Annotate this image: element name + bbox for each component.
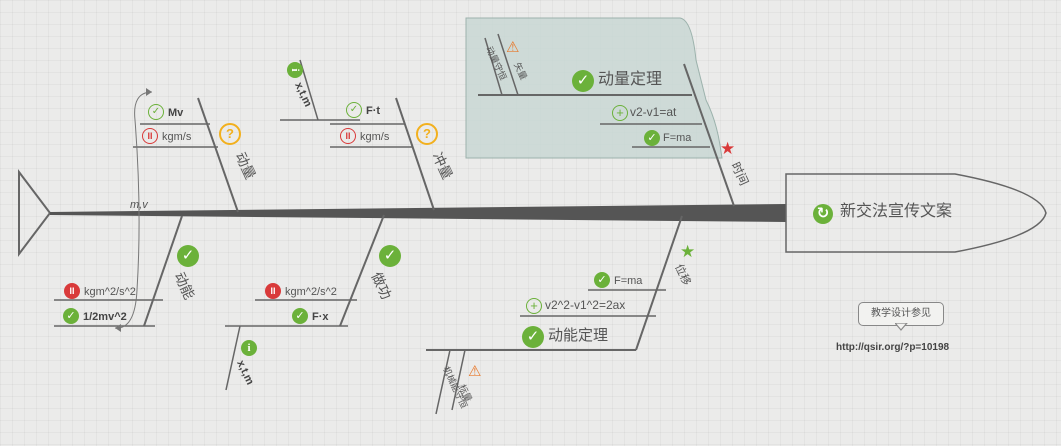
relation-label[interactable]: m,v [130, 199, 148, 211]
refresh-icon: ↻ [813, 204, 833, 224]
time-main[interactable]: 动量定理 [598, 71, 663, 88]
check-icon: ✓ [63, 308, 79, 324]
star-red-icon: ★ [720, 139, 736, 158]
displacement-item-newton[interactable]: F=ma [614, 275, 643, 287]
plus-icon: + [612, 105, 628, 121]
info-icon: i [287, 62, 303, 78]
bone-impulse [395, 97, 435, 211]
pause-outline-icon: II [340, 128, 356, 144]
check-icon: ✓ [644, 130, 660, 146]
displacement-item-kinematics[interactable]: v2^2-v1^2=2ax [545, 298, 626, 312]
plus-icon: + [526, 298, 542, 314]
check-icon: ✓ [594, 272, 610, 288]
callout-pointer [895, 323, 908, 331]
fish-tail [18, 169, 52, 257]
fish-head [785, 173, 1047, 253]
displacement-main[interactable]: 动能定理 [548, 327, 609, 344]
check-icon: ✓ [177, 245, 199, 267]
momentum-item-mv[interactable]: Mv [168, 107, 184, 119]
time-item-newton[interactable]: F=ma [663, 132, 692, 144]
check-icon: ✓ [572, 70, 594, 92]
pause-icon: II [265, 283, 281, 299]
pause-outline-icon: II [142, 128, 158, 144]
bone-kinetic [143, 215, 183, 327]
question-icon: ? [219, 123, 241, 145]
info-icon: i [241, 340, 257, 356]
impulse-item-ft[interactable]: F·t [366, 105, 381, 117]
reference-link[interactable]: http://qsir.org/?p=10198 [836, 342, 950, 353]
bone-time [683, 63, 735, 207]
fish-spine [50, 204, 786, 222]
kinetic-item-formula[interactable]: 1/2mv^2 [83, 311, 127, 323]
highlight-region [465, 17, 723, 159]
relation-curve [114, 91, 153, 329]
warning-icon: ⚠ [468, 363, 482, 380]
impulse-item-unit[interactable]: kgm/s [360, 131, 390, 143]
head-title[interactable]: 新交法宣传文案 [840, 203, 953, 220]
bone-momentum [197, 97, 239, 213]
warning-icon: ⚠ [506, 39, 520, 56]
kinetic-item-unit[interactable]: kgm^2/s^2 [84, 286, 136, 298]
question-icon: ? [416, 123, 438, 145]
momentum-item-unit[interactable]: kgm/s [162, 131, 192, 143]
bone-displacement [635, 215, 683, 351]
bone-work [339, 214, 385, 327]
work-item-formula[interactable]: F·x [312, 311, 329, 323]
check-icon: ✓ [522, 326, 544, 348]
star-green-icon: ★ [680, 242, 696, 261]
time-item-kinematics[interactable]: v2-v1=at [630, 105, 677, 119]
check-outline-icon: ✓ [148, 104, 164, 120]
work-item-unit[interactable]: kgm^2/s^2 [285, 286, 337, 298]
check-icon: ✓ [379, 245, 401, 267]
check-outline-icon: ✓ [346, 102, 362, 118]
check-icon: ✓ [292, 308, 308, 324]
pause-icon: II [64, 283, 80, 299]
